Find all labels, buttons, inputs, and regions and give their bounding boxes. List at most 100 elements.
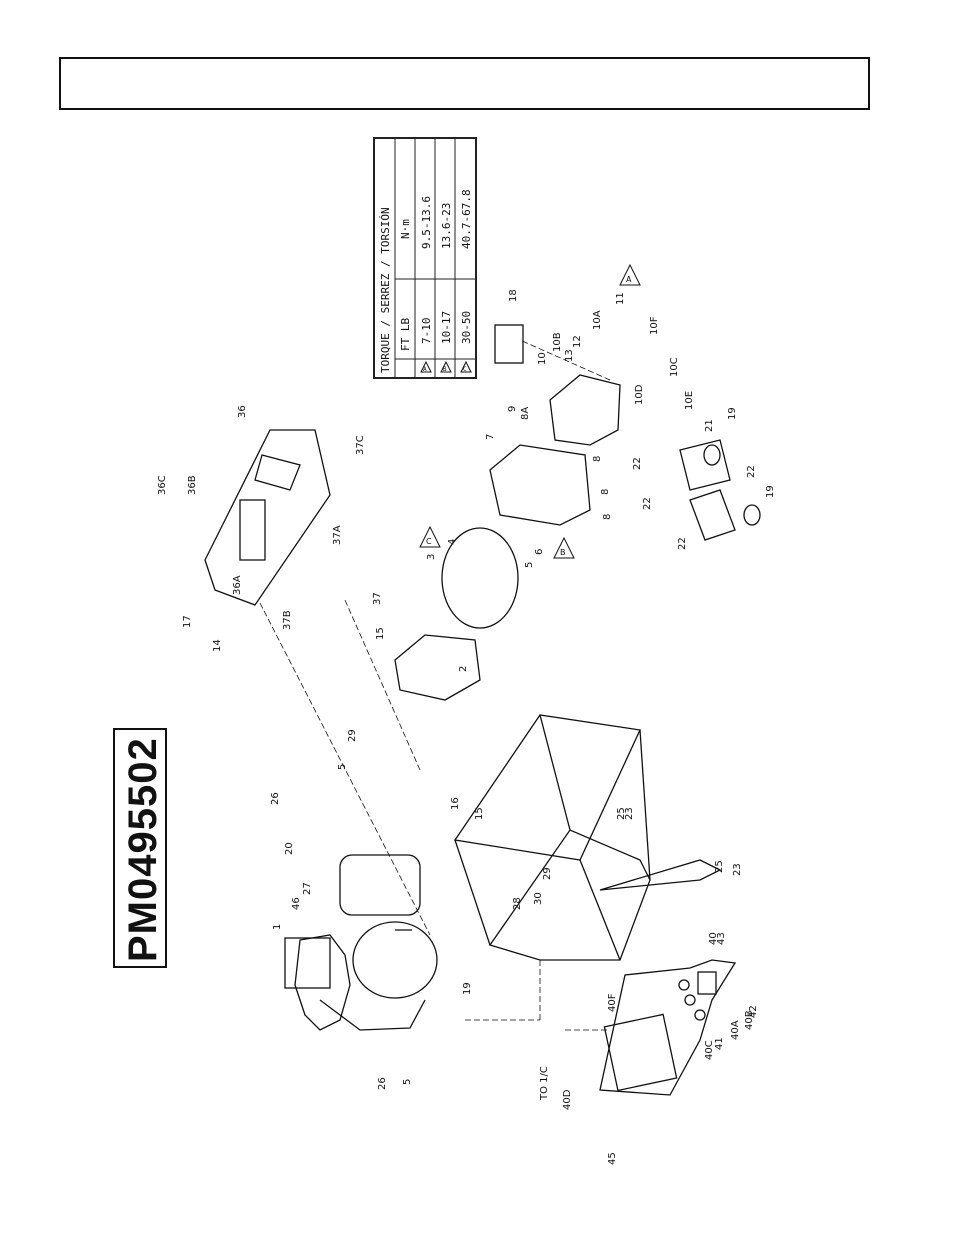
callout-3: 3 <box>426 554 437 560</box>
callout-26: 26 <box>377 1077 388 1090</box>
warning-triangle-icon <box>440 360 452 373</box>
callout-10: 10 <box>537 352 548 365</box>
callout-2: 2 <box>458 666 469 672</box>
row-b-ftlb: 10-17 <box>440 311 453 344</box>
callout-22: 22 <box>746 465 757 478</box>
callout-41: 41 <box>714 1037 725 1050</box>
mark-b: B <box>553 536 575 559</box>
callout-23: 23 <box>624 807 635 820</box>
torque-row-c: C 30-50 40.7-67.8 <box>460 189 473 373</box>
callout-22: 22 <box>677 537 688 550</box>
control-panel-drawing <box>599 959 737 1096</box>
mark-b-text: B <box>560 548 566 557</box>
callout-25: 25 <box>714 860 725 873</box>
warning-triangle-icon <box>420 360 432 373</box>
note-to-ic: TO 1/C <box>539 1066 550 1101</box>
callout-15: 15 <box>375 627 386 640</box>
col-nm: N·m <box>399 219 412 239</box>
callout-36c: 36C <box>157 475 168 495</box>
callout-28: 28 <box>512 897 523 910</box>
torque-title-text: TORQUE / SERREZ / TORSIÓN <box>379 207 392 373</box>
callout-22: 22 <box>642 497 653 510</box>
callout-4: 4 <box>447 539 458 545</box>
callout-8: 8 <box>600 489 611 495</box>
mark-c: C <box>419 525 441 548</box>
callout-20: 20 <box>284 842 295 855</box>
header-box <box>59 57 870 110</box>
part-callouts: 1 2 3 4 5 5 5 6 7 8 8 8 8A 9 10 10A 10B … <box>157 289 776 1165</box>
row-b-nm: 13.6-23 <box>440 203 453 249</box>
callout-10f: 10F <box>649 316 660 335</box>
engine-drawing <box>284 854 438 1031</box>
callout-12: 12 <box>572 335 583 348</box>
mark-a: A <box>619 263 641 286</box>
callout-16: 16 <box>450 797 461 810</box>
callout-26: 26 <box>270 792 281 805</box>
callout-40f: 40F <box>607 993 618 1012</box>
callout-7: 7 <box>485 434 496 440</box>
callout-19: 19 <box>765 485 776 498</box>
row-a-ftlb: 7-10 <box>420 318 433 345</box>
callout-43: 43 <box>716 932 727 945</box>
torque-marks: A B C <box>419 263 641 559</box>
callout-10b: 10B <box>552 332 563 352</box>
callout-8: 8 <box>602 514 613 520</box>
callout-5: 5 <box>524 562 535 568</box>
row-c-nm: 40.7-67.8 <box>460 189 473 249</box>
callout-36: 36 <box>237 405 248 418</box>
callout-27: 27 <box>302 882 313 895</box>
callout-17: 17 <box>182 615 193 628</box>
callout-8: 8 <box>592 456 603 462</box>
callout-36a: 36A <box>232 575 243 595</box>
callout-40d: 40D <box>562 1089 573 1110</box>
base-parts-drawing <box>679 439 761 541</box>
callout-9: 9 <box>507 406 518 412</box>
callout-10d: 10D <box>634 384 645 405</box>
row-c-mark: C <box>463 366 467 373</box>
rotor-stator-drawing <box>394 324 621 701</box>
row-c-ftlb: 30-50 <box>460 311 473 344</box>
callout-37a: 37A <box>332 525 343 545</box>
torque-row-b: B 10-17 13.6-23 <box>440 203 453 373</box>
top-cover-drawing <box>204 429 331 606</box>
callout-45: 45 <box>607 1152 618 1165</box>
callout-22: 22 <box>632 457 643 470</box>
callout-1: 1 <box>272 924 283 930</box>
callout-5: 5 <box>402 1079 413 1085</box>
callout-40a: 40A <box>730 1020 741 1040</box>
row-a-mark: A <box>423 366 427 373</box>
callout-37c: 37C <box>355 435 366 455</box>
callout-29: 29 <box>542 867 553 880</box>
callout-36b: 36B <box>187 475 198 495</box>
frame-drawing <box>453 714 722 961</box>
callout-5: 5 <box>337 764 348 770</box>
torque-table: TORQUE / SERREZ / TORSIÓN FT LB N·m A 7-… <box>373 137 477 379</box>
callout-29: 29 <box>347 729 358 742</box>
callout-21: 21 <box>704 419 715 432</box>
callout-42: 42 <box>748 1005 759 1018</box>
callout-40b: 40B <box>744 1010 755 1030</box>
callout-13: 13 <box>564 349 575 362</box>
torque-table-grid: TORQUE / SERREZ / TORSIÓN FT LB N·m A 7-… <box>379 139 475 377</box>
callout-37: 37 <box>372 592 383 605</box>
callout-46: 46 <box>291 897 302 910</box>
callout-6: 6 <box>534 549 545 555</box>
callout-14: 14 <box>212 639 223 652</box>
torque-row-a: A 7-10 9.5-13.6 <box>420 196 433 373</box>
callout-18: 18 <box>508 289 519 302</box>
callout-25: 25 <box>616 807 627 820</box>
torque-title: TORQUE / SERREZ / TORSIÓN <box>379 207 392 373</box>
row-b-mark: B <box>443 366 447 373</box>
callout-19: 19 <box>462 982 473 995</box>
callout-8a: 8A <box>520 407 531 420</box>
callout-10a: 10A <box>592 310 603 330</box>
col-ftlb: FT LB <box>399 318 412 351</box>
warning-triangle-icon <box>460 360 472 373</box>
row-a-nm: 9.5-13.6 <box>420 196 433 249</box>
callout-40: 40 <box>708 932 719 945</box>
callout-40c: 40C <box>704 1040 715 1060</box>
callout-23: 23 <box>732 863 743 876</box>
callout-37b: 37B <box>282 610 293 630</box>
callout-19: 19 <box>727 407 738 420</box>
